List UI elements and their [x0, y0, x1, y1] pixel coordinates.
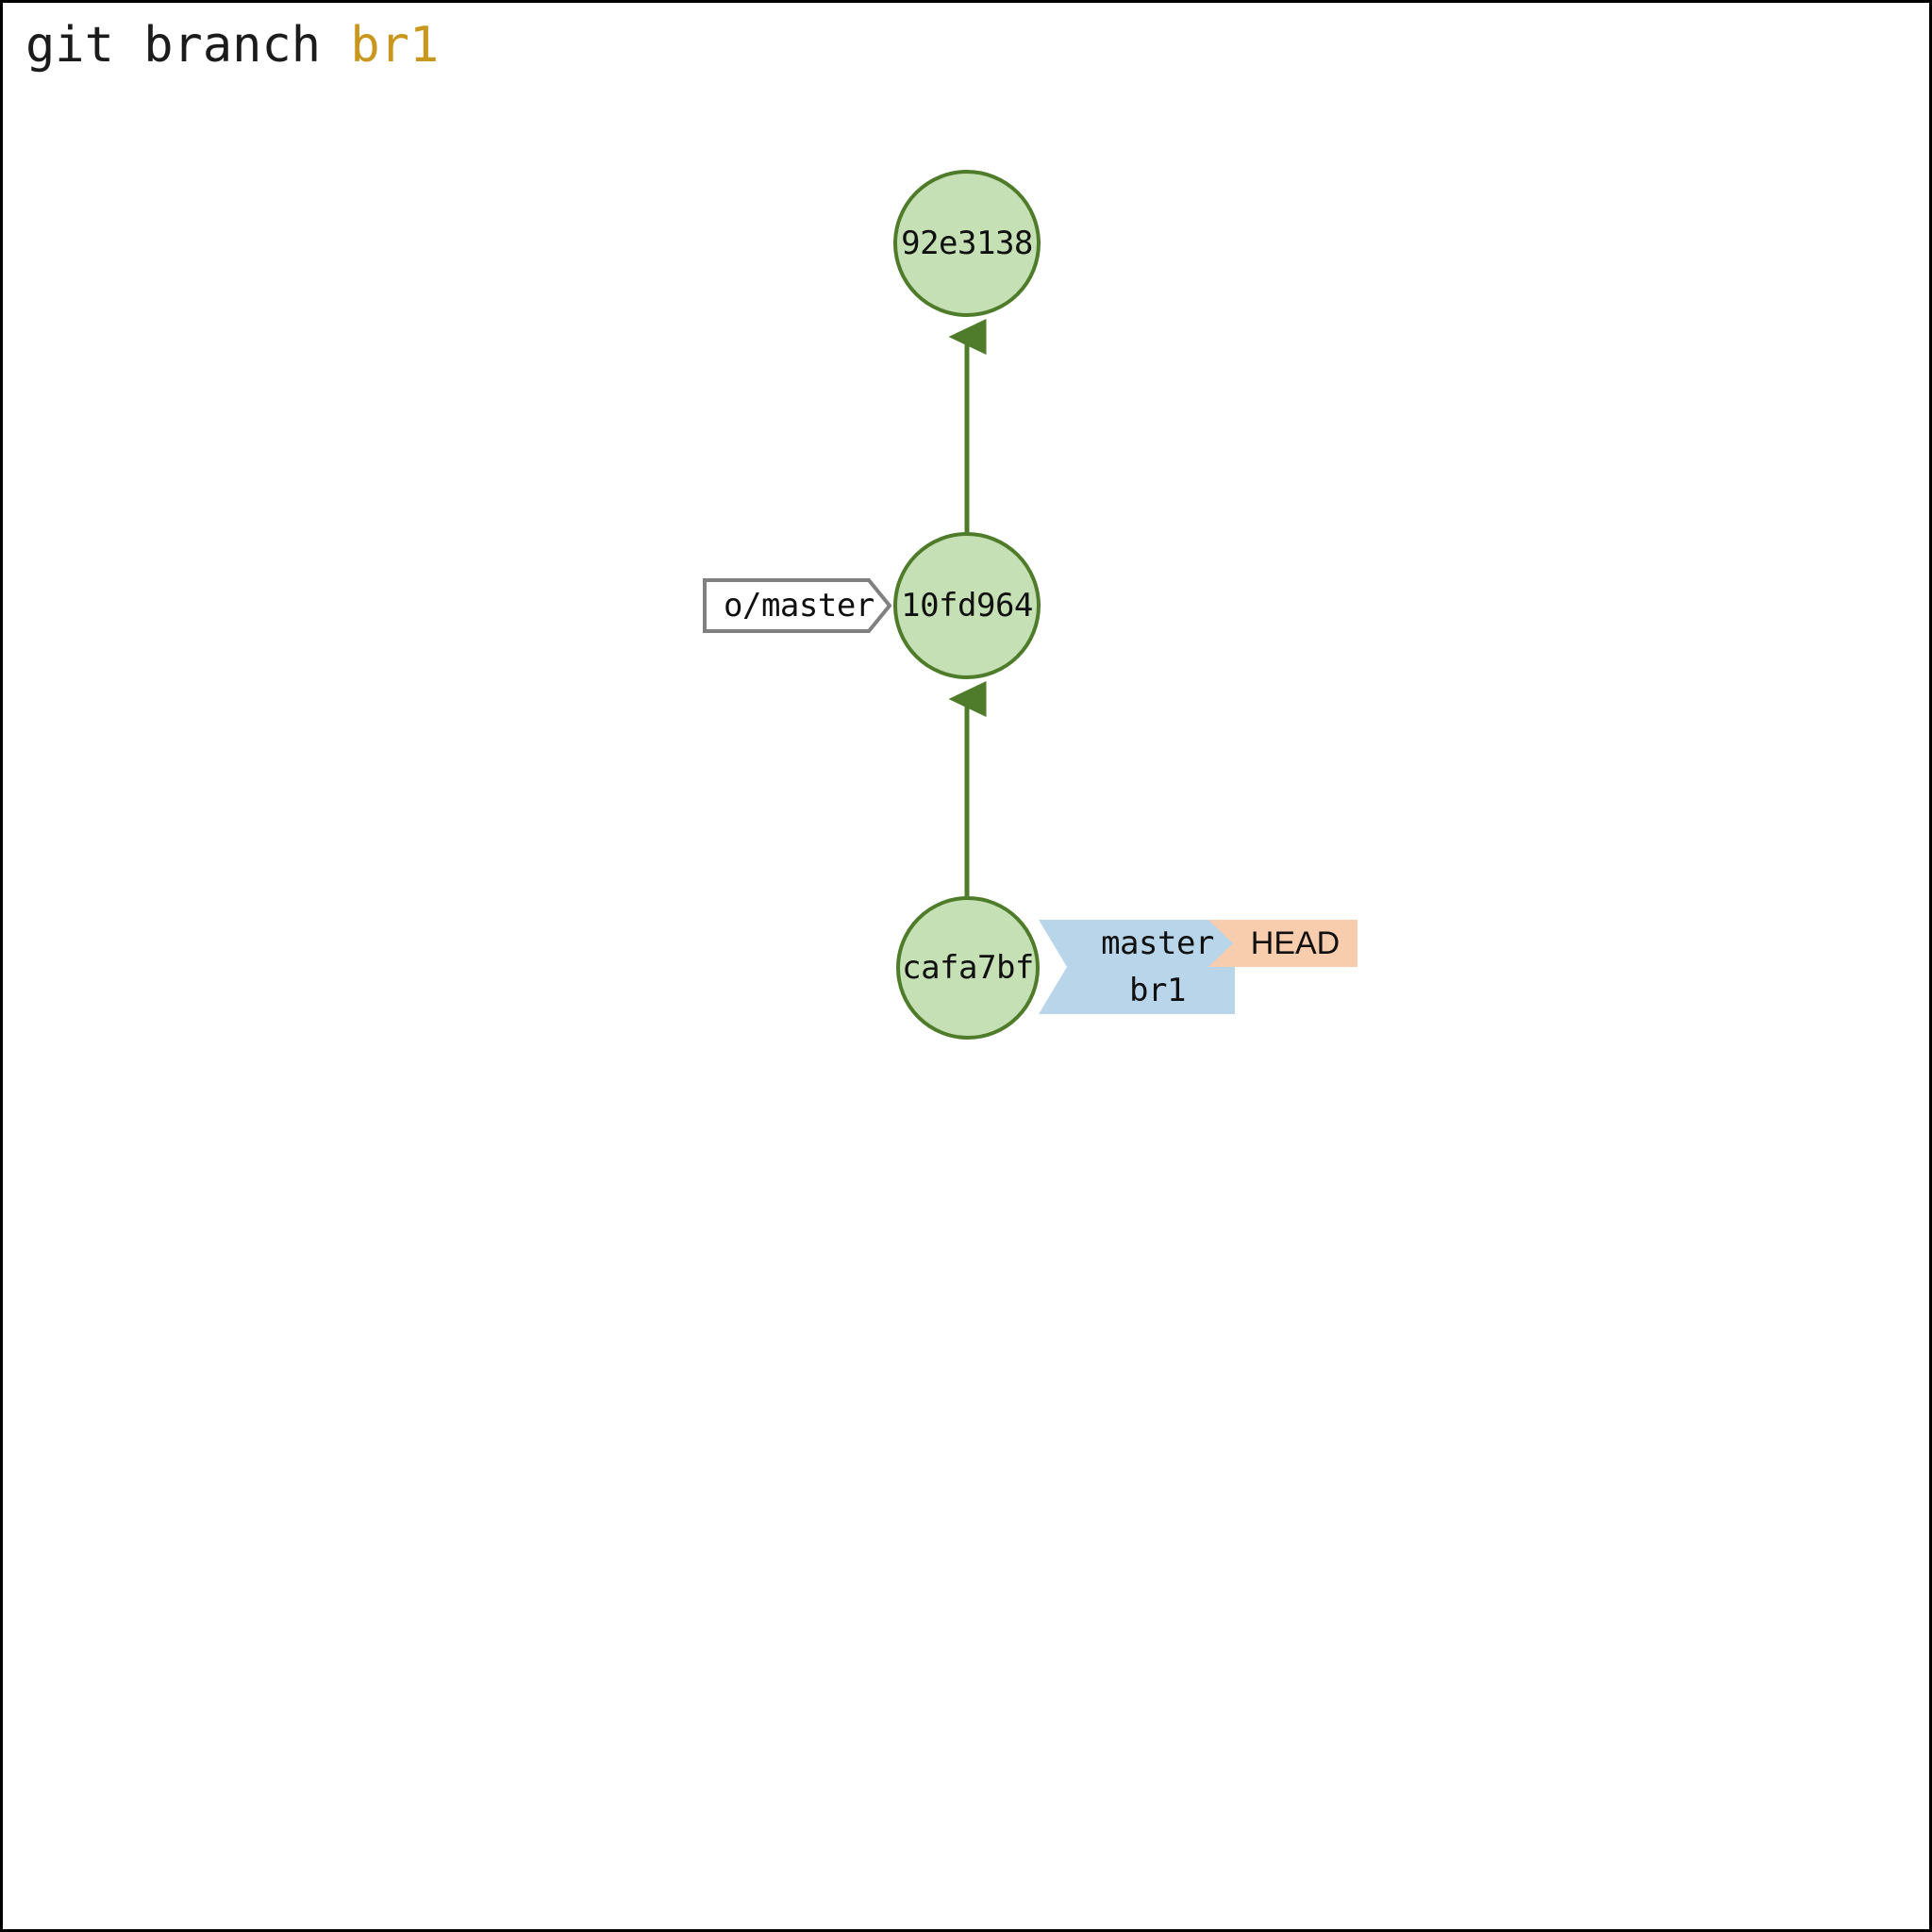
head-tag[interactable]: HEAD	[1208, 920, 1357, 967]
commit-hash-label: 92e3138	[901, 225, 1033, 262]
remote-branch-label: o/master	[724, 587, 874, 625]
command-verb: git branch	[25, 17, 322, 74]
commit-node-10fd964[interactable]: 10fd964	[893, 532, 1041, 679]
commit-hash-label: 10fd964	[901, 587, 1033, 625]
commit-node-cafa7bf[interactable]: cafa7bf	[896, 896, 1040, 1040]
command-argument: br1	[350, 17, 440, 74]
commit-hash-label: cafa7bf	[902, 949, 1034, 987]
head-tag-label: HEAD	[1250, 924, 1341, 961]
head-tag-shape	[1208, 920, 1357, 967]
branch-tag-rows: master br1	[1039, 920, 1235, 1014]
remote-tag-shape	[703, 578, 891, 633]
commit-edges-layer	[948, 318, 987, 896]
local-branch-label-br1: br1	[1129, 972, 1186, 1009]
branch-tag-shape	[1039, 920, 1235, 1014]
commit-node-92e3138[interactable]: 92e3138	[893, 170, 1041, 317]
local-branch-tag-master-br1[interactable]: master br1	[1039, 920, 1235, 1014]
remote-branch-tag-o-master[interactable]: o/master	[703, 578, 891, 633]
local-branch-label-master: master	[1101, 924, 1214, 962]
command-title: git branch br1	[25, 12, 439, 78]
